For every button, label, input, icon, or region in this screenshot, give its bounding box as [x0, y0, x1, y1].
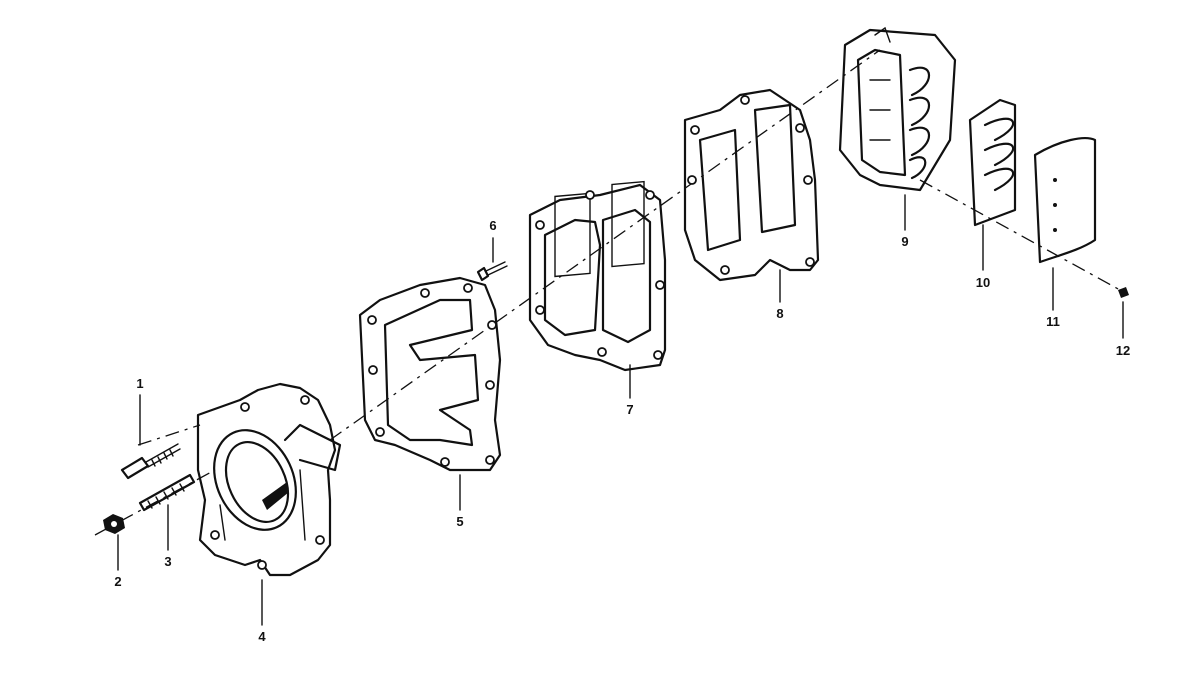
part-5-gasket [358, 276, 502, 472]
callout-11: 11 [1046, 314, 1060, 329]
assembly-axis [94, 49, 1121, 536]
part-10-reed-petals [968, 98, 1017, 227]
callout-5: 5 [456, 514, 464, 529]
part-7-reed-plate [528, 180, 667, 372]
callout-7: 7 [626, 402, 634, 417]
part-12-screw [1118, 287, 1129, 298]
leader-lines [117, 194, 1124, 626]
callout-6: 6 [489, 218, 497, 233]
part-2-nut [103, 514, 125, 534]
callout-9: 9 [901, 234, 909, 249]
part-4-adaptor-housing [196, 382, 342, 577]
part-8-gasket [683, 88, 820, 282]
part-9-reed-housing [838, 26, 957, 192]
callout-3: 3 [164, 554, 172, 569]
callout-12: 12 [1115, 343, 1131, 358]
part-3-stud [138, 473, 196, 512]
callout-2: 2 [114, 574, 122, 589]
callout-1: 1 [136, 376, 144, 391]
callout-10: 10 [975, 275, 991, 290]
callout-8: 8 [776, 306, 784, 321]
part-1-bolt [120, 443, 181, 480]
callout-4: 4 [258, 629, 266, 644]
part-11-reed-stop [1033, 137, 1097, 264]
part-6-screw [476, 261, 508, 282]
